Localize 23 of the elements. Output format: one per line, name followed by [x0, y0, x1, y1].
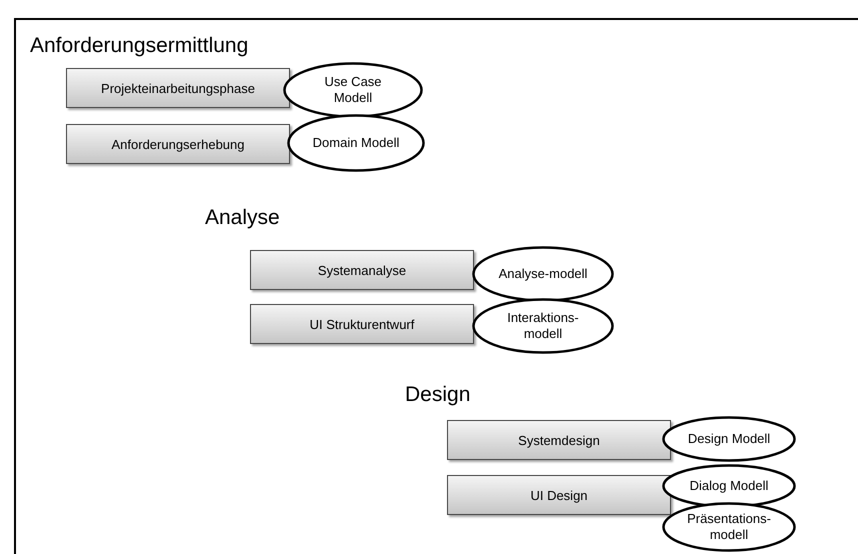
model-ellipse [283, 62, 423, 118]
model-label: Use Case Modell [323, 74, 383, 106]
model-ellipse [472, 246, 614, 302]
model-ellipse [472, 298, 614, 354]
process-box: UI Strukturentwurf [250, 304, 474, 344]
model-label: Design Modell [688, 431, 770, 447]
section-heading: Design [405, 383, 470, 407]
process-box: Systemdesign [447, 420, 671, 460]
model-ellipse [287, 114, 425, 172]
model-label: Dialog Modell [690, 478, 768, 494]
process-box: Systemanalyse [250, 250, 474, 290]
model-label: Präsentations-modell [686, 511, 772, 543]
process-box: Projekteinarbeitungsphase [66, 68, 290, 108]
model-label: Analyse-modell [498, 266, 588, 282]
model-label: Domain Modell [312, 135, 400, 151]
model-label: Interaktions-modell [506, 310, 580, 342]
model-ellipse [662, 416, 796, 462]
model-ellipse [662, 464, 796, 508]
model-ellipse [662, 502, 796, 552]
process-box: Anforderungserhebung [66, 124, 290, 164]
process-box: UI Design [447, 475, 671, 515]
section-heading: Analyse [205, 206, 280, 230]
section-heading: Anforderungsermittlung [30, 34, 248, 58]
